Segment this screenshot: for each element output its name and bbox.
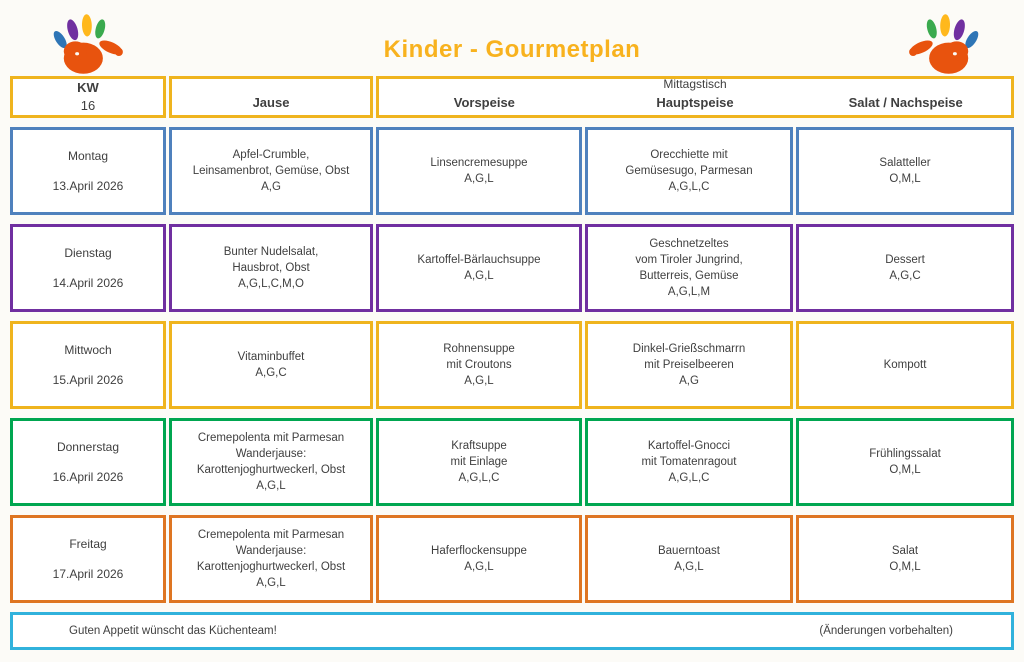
day-cell: Freitag 17.April 2026 (10, 515, 166, 603)
menu-row-donnerstag: Donnerstag 16.April 2026 Cremepolenta mi… (10, 418, 1014, 506)
gourmetplan-page: Kinder - Gourmetplan KW 16 Jause Vorspei… (10, 0, 1014, 650)
day-name: Montag (67, 148, 109, 163)
day-name: Dienstag (64, 245, 112, 260)
day-name: Mittwoch (64, 342, 112, 357)
footer-bar: Guten Appetit wünscht das Küchenteam! (Ä… (10, 612, 1014, 650)
column-header-lunch-group: Vorspeise Mittagstisch Hauptspeise Salat… (376, 76, 1014, 118)
footer-greeting: Guten Appetit wünscht das Küchenteam! (69, 625, 277, 637)
week-number: 16 (80, 98, 96, 113)
menu-row-montag: Montag 13.April 2026 Apfel-Crumble,Leins… (10, 127, 1014, 215)
page-title: Kinder - Gourmetplan (383, 36, 641, 63)
column-header-jause: Jause (169, 76, 373, 118)
week-label: KW (77, 80, 99, 96)
column-header-salat: Salat / Nachspeise (848, 94, 963, 110)
day-cell: Donnerstag 16.April 2026 (10, 418, 166, 506)
menu-row-dienstag: Dienstag 14.April 2026 Bunter Nudelsalat… (10, 224, 1014, 312)
day-date: 15.April 2026 (52, 372, 124, 387)
salat-cell: Kompott (796, 321, 1014, 409)
column-header-hauptspeise: Mittagstisch Hauptspeise (656, 77, 734, 110)
day-name: Freitag (69, 536, 107, 551)
day-cell: Dienstag 14.April 2026 (10, 224, 166, 312)
day-date: 16.April 2026 (52, 469, 124, 484)
menu-row-freitag: Freitag 17.April 2026 Cremepolenta mit P… (10, 515, 1014, 603)
jause-cell: Apfel-Crumble,Leinsamenbrot, Gemüse, Obs… (169, 127, 373, 215)
day-name: Donnerstag (56, 439, 120, 454)
week-header-cell: KW 16 (10, 76, 166, 118)
footer-disclaimer: (Änderungen vorbehalten) (819, 625, 953, 637)
handprint-icon (909, 14, 979, 74)
day-date: 13.April 2026 (52, 178, 124, 193)
column-header-vorspeise: Vorspeise (453, 94, 515, 110)
day-date: 17.April 2026 (52, 566, 124, 581)
day-date: 14.April 2026 (52, 275, 124, 290)
day-cell: Mittwoch 15.April 2026 (10, 321, 166, 409)
handprint-icon (53, 14, 123, 74)
table-header-row: KW 16 Jause Vorspeise Mittagstisch Haupt… (10, 76, 1014, 118)
page-header-band: Kinder - Gourmetplan (10, 6, 1014, 76)
day-cell: Montag 13.April 2026 (10, 127, 166, 215)
mittagstisch-label: Mittagstisch (663, 77, 727, 92)
